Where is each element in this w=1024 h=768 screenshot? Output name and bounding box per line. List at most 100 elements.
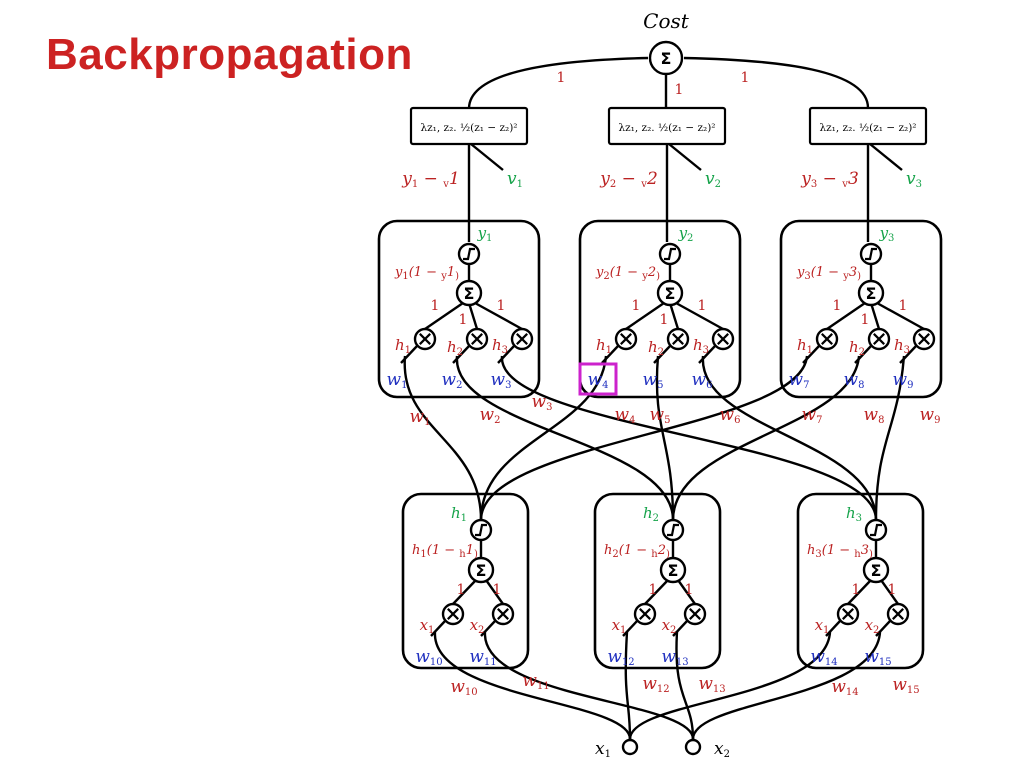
edge-label: 1: [899, 298, 908, 314]
sum-node: [467, 556, 495, 584]
sum-to-mul-wire: [677, 579, 696, 605]
input-label: x2: [470, 616, 485, 636]
sigma-icon: Σ: [661, 49, 672, 68]
input-stub: [452, 345, 470, 364]
derivative-label: h2(1 − h2): [604, 543, 670, 560]
edge-label: 1: [833, 298, 842, 314]
input-label: h1: [596, 336, 612, 356]
inner-weight-label: w14: [810, 647, 837, 668]
hidden-to-output-wire: [671, 355, 861, 521]
input-stub: [825, 620, 841, 637]
input-stub: [497, 345, 515, 364]
edge-label: 1: [698, 298, 707, 314]
loss-formula: λz₁, z₂. ½(z₁ − z₂)²: [618, 122, 715, 134]
inner-weight-label: w9: [893, 370, 914, 391]
input-to-hidden-wire: [675, 631, 695, 740]
hidden-neuron-box: [796, 492, 925, 670]
hidden-to-output-wire: [479, 355, 809, 521]
outer-weight-label: w1: [410, 407, 431, 428]
input-x1-label: x1: [595, 739, 611, 760]
input-label: h2: [447, 338, 463, 358]
sigma-icon: Σ: [665, 284, 676, 303]
multiply-icon: [873, 333, 885, 345]
loss-formula: λz₁, z₂. ½(z₁ − z₂)²: [420, 122, 517, 134]
outer-weight-label: w12: [642, 674, 669, 695]
sum-to-mul-wire: [847, 579, 872, 605]
hidden-to-output-wire: [479, 355, 608, 521]
outer-weight-label: w13: [698, 674, 725, 695]
multiply-icon: [672, 333, 684, 345]
input-label: x2: [865, 616, 880, 636]
loss-box: [409, 106, 529, 146]
derivative-label: y1(1 − y1): [394, 265, 459, 282]
outer-weight-label: w4: [615, 405, 636, 426]
input-to-hidden-wire: [628, 631, 832, 740]
input-to-hidden-wire: [691, 631, 882, 740]
error-label: y3 − v3: [800, 169, 859, 190]
inner-weight-label: w8: [844, 370, 865, 391]
multiply-icon: [821, 333, 833, 345]
input-label: h2: [849, 338, 865, 358]
sigmoid-icon: [667, 523, 679, 537]
input-label: h1: [395, 336, 411, 356]
input-stub: [875, 620, 891, 637]
derivative-label: h3(1 − h3): [807, 543, 873, 560]
multiply-icon: [639, 608, 651, 620]
outer-weight-label: w7: [802, 405, 823, 426]
inner-weight-label: w13: [661, 647, 688, 668]
edge-label: 1: [660, 312, 669, 328]
outer-weight-label: w11: [522, 671, 549, 692]
error-label: y2 − v2: [599, 169, 658, 190]
outer-weight-label: w3: [532, 392, 553, 413]
multiply-icon: [918, 333, 930, 345]
sum-to-mul-wire: [675, 301, 724, 331]
outer-weight-label: w9: [920, 405, 941, 426]
hidden-neuron-box: [593, 492, 722, 670]
sigmoid-icon: [463, 247, 475, 261]
sigmoid-icon: [865, 247, 877, 261]
hidden-to-output-wire: [455, 355, 675, 521]
inner-weight-label: w12: [607, 647, 634, 668]
sum-to-mul-wire: [474, 301, 523, 331]
inner-weight-label: w5: [643, 370, 664, 391]
sum-to-mul-wire: [668, 302, 680, 330]
target-wire: [470, 143, 504, 171]
target-wire: [668, 143, 702, 171]
inner-weight-label: w6: [692, 370, 713, 391]
hidden-to-output-wire: [500, 355, 878, 521]
input-stub: [672, 620, 688, 637]
multiply-icon: [447, 608, 459, 620]
multiply-icon: [892, 608, 904, 620]
inner-weight-label: w3: [491, 370, 512, 391]
inner-weight-label: w15: [864, 647, 891, 668]
outer-weight-label: w6: [720, 405, 741, 426]
sum-to-mul-wire: [644, 579, 669, 605]
edge-label: 1: [457, 582, 466, 598]
input-label: h2: [648, 338, 664, 358]
sigma-icon: Σ: [464, 284, 475, 303]
cost-edge-label-1: 1: [557, 70, 566, 86]
neuron-output-label: y3: [879, 224, 895, 244]
inner-weight-label: w2: [442, 370, 463, 391]
neuron-output-label: h1: [451, 504, 467, 524]
target-label: v3: [906, 169, 922, 190]
sum-node: [857, 279, 885, 307]
sum-to-mul-wire: [876, 301, 925, 331]
target-label: v2: [705, 169, 721, 190]
sum-to-mul-wire: [826, 302, 866, 330]
multiply-icon: [471, 333, 483, 345]
loss-box: [607, 106, 727, 146]
sigmoid-icon: [475, 523, 487, 537]
neuron-output-label: y1: [477, 224, 493, 244]
output-neuron-box: [377, 219, 541, 399]
slide-title: Backpropagation: [46, 30, 413, 79]
inner-weight-label: w7: [789, 370, 810, 391]
edge-label: 1: [649, 582, 658, 598]
sum-to-mul-wire: [880, 579, 899, 605]
input-to-hidden-wire: [624, 631, 632, 740]
edge-label: 1: [431, 298, 440, 314]
multiply-icon: [842, 608, 854, 620]
sum-to-mul-wire: [869, 302, 881, 330]
error-label: y1 − v1: [401, 169, 460, 190]
